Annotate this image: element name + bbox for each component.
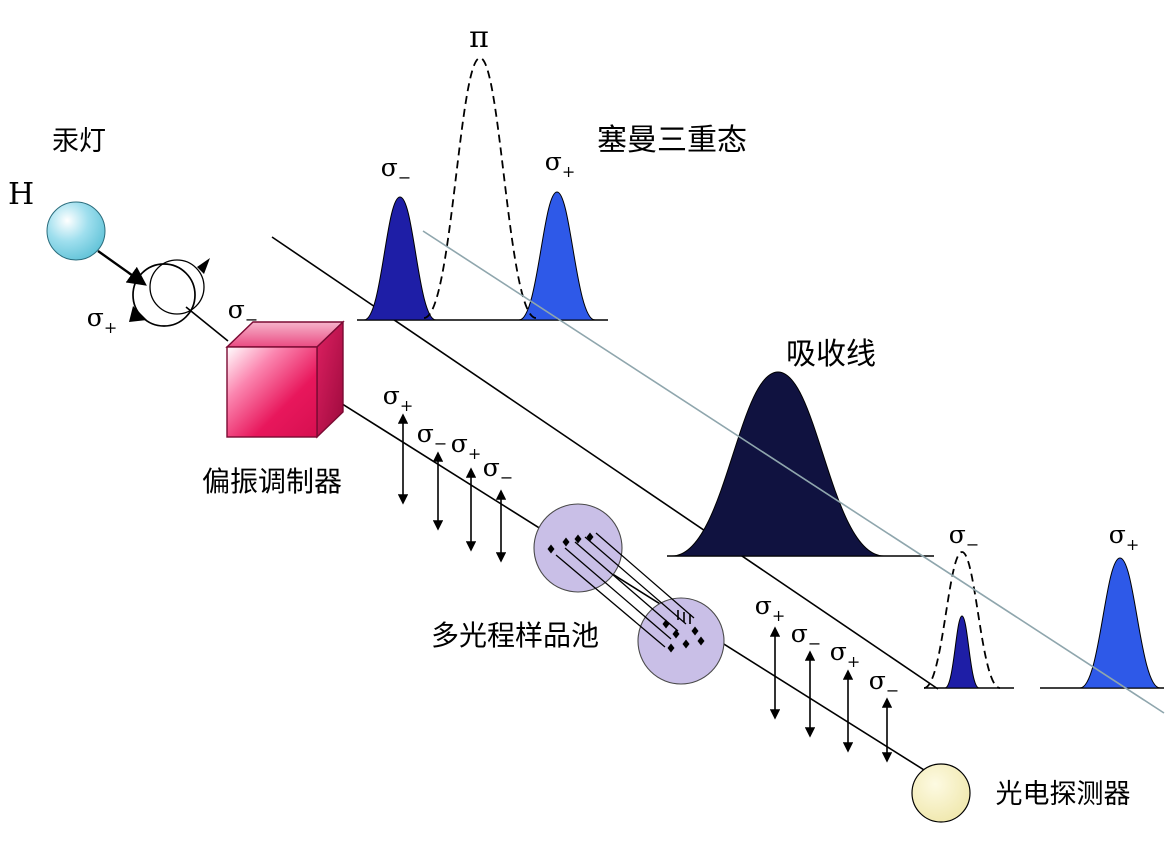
sigma-minus-label: σ− (791, 619, 821, 653)
h-label: H (8, 177, 34, 212)
absorption-line-label: 吸收线 (786, 338, 876, 371)
optical-axis-lower (319, 389, 941, 781)
modulator-coil-icon: σ− (129, 258, 258, 342)
sigma-minus-label: σ− (483, 453, 513, 487)
sigma-plus-label: σ+ (383, 381, 413, 415)
sigma-minus-label: σ− (949, 520, 979, 554)
photodetector-group: 光电探测器 (911, 763, 1131, 823)
photodetector (911, 763, 971, 823)
beam-arrow (97, 250, 147, 286)
sigma-plus-label: σ+ (1109, 520, 1139, 554)
photodetector-label: 光电探测器 (996, 779, 1131, 809)
output-spectrum-plot: σ− σ+ (923, 520, 1164, 689)
absorption-peak (671, 371, 885, 557)
sigma-minus-label: σ− (381, 153, 411, 187)
zeeman-triplet-plot: π σ− σ+ 塞曼三重态 (357, 20, 747, 321)
zeeman-triplet-label: 塞曼三重态 (597, 124, 747, 157)
sigma-plus-label: σ+ (830, 637, 860, 671)
sigma-plus-label: σ+ (451, 429, 481, 463)
mercury-lamp (46, 201, 106, 261)
pi-label: π (469, 20, 489, 55)
rotation-arrowhead-icon (129, 306, 147, 322)
zeeman-sigma-plus-peak (518, 191, 596, 321)
sigma-plus-label: σ+ (87, 303, 117, 337)
zeeman-sigma-minus-peak (363, 196, 437, 321)
rotation-arrowhead-icon (197, 258, 210, 274)
zeeman-pi-peak (423, 57, 537, 319)
sigma-minus-label: σ− (869, 666, 899, 700)
sample-cell-window-2 (637, 597, 725, 685)
sigma-minus-label: σ− (417, 419, 447, 453)
cross-reference-line (422, 230, 1165, 714)
output-sigma-minus-peak (944, 615, 980, 689)
sample-cell-window-1 (533, 503, 623, 593)
multipass-beam-lines (555, 532, 695, 648)
polarization-arrows-group-2: σ+ σ− σ+ σ− (755, 591, 899, 763)
output-sigma-plus-peak (1079, 557, 1161, 689)
multipass-sample-cell: 多光程样品池 (431, 503, 725, 685)
sigma-plus-label: σ+ (755, 591, 785, 625)
mirror-spot-markers (547, 532, 705, 653)
mercury-lamp-group: 汞灯 H σ+ (8, 126, 147, 337)
polarization-modulator-label: 偏振调制器 (202, 466, 342, 498)
polarization-arrows-group-1: σ+ σ− σ+ σ− (383, 381, 513, 563)
mercury-lamp-label: 汞灯 (52, 126, 106, 156)
output-sigma-minus-envelope (923, 551, 1001, 689)
optical-axis-upper (271, 236, 939, 690)
multipass-cell-label: 多光程样品池 (431, 620, 599, 652)
polarization-modulator-cube: 偏振调制器 (202, 320, 345, 498)
absorption-line-plot: 吸收线 (667, 338, 934, 557)
sigma-plus-label: σ+ (545, 147, 575, 181)
